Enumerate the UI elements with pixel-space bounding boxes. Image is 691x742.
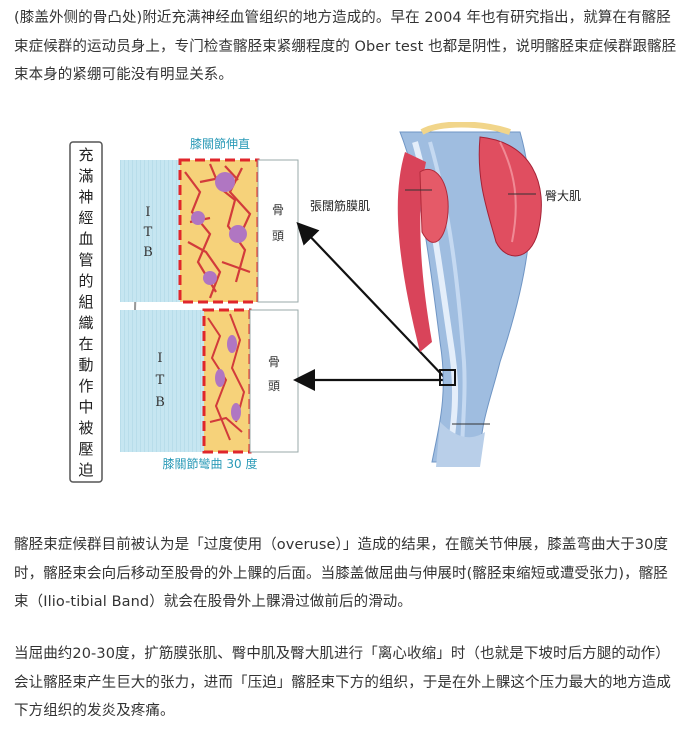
bottom-nerve-2 (215, 369, 225, 387)
bottom-panel-flexed: I T B 骨 頭 膝關節彎曲 30 度 (120, 308, 299, 471)
pointer-arrow-upper (296, 222, 446, 379)
lateral-epicondyle-marker (439, 369, 456, 386)
top-panel-extended: 膝關節伸直 I T B 骨 頭 (120, 136, 299, 304)
overuse-paragraph: 髂胫束症候群目前被认为是「过度使用（overuse）」造成的结果，在髋关节伸展，… (14, 537, 669, 610)
top-itb-label: I (145, 205, 150, 220)
top-bone-label-2: 頭 (272, 229, 284, 243)
top-nerve-3 (229, 225, 247, 243)
itb-compression-figure: 充滿神經血管的組織在動作中被壓迫 膝關節伸直 I T B (60, 122, 620, 492)
bottom-bone-label-2: 頭 (268, 379, 280, 393)
intro-paragraph: (膝盖外侧的骨凸处)附近充满神经血管组织的地方造成的。早在 2004 年也有研究… (14, 10, 677, 83)
tfl-muscle-label: 張闊筋膜肌 (310, 198, 370, 213)
top-itb-label-b: B (143, 245, 153, 260)
bottom-panel-title: 膝關節彎曲 30 度 (163, 456, 258, 471)
bottom-nerve-1 (227, 335, 237, 353)
bottom-itb-label-t: T (156, 373, 165, 388)
glute-muscle-label: 臀大肌 (545, 189, 581, 203)
top-panel-title: 膝關節伸直 (190, 136, 250, 151)
bottom-itb-label-b: B (155, 395, 165, 410)
top-nerve-2 (191, 211, 205, 225)
bottom-itb-label: I (157, 351, 162, 366)
bottom-bone-label-1: 骨 (268, 355, 280, 369)
bottom-vessels (207, 313, 246, 441)
side-label-box: 充滿神經血管的組織在動作中被壓迫 (69, 141, 103, 483)
top-nerve-4 (203, 271, 217, 285)
side-label-text: 充滿神經血管的組織在動作中被壓迫 (78, 146, 93, 479)
bottom-nerve-3 (231, 403, 241, 421)
top-nerve-1 (215, 172, 235, 192)
thigh-anatomy-illustration (397, 122, 542, 467)
compression-paragraph: 当屈曲约20-30度，扩筋膜张肌、臀中肌及臀大肌进行「离心收缩」时（也就是下坡时… (14, 646, 671, 719)
top-itb-label-t: T (144, 225, 153, 240)
top-bone-label-1: 骨 (272, 203, 284, 217)
